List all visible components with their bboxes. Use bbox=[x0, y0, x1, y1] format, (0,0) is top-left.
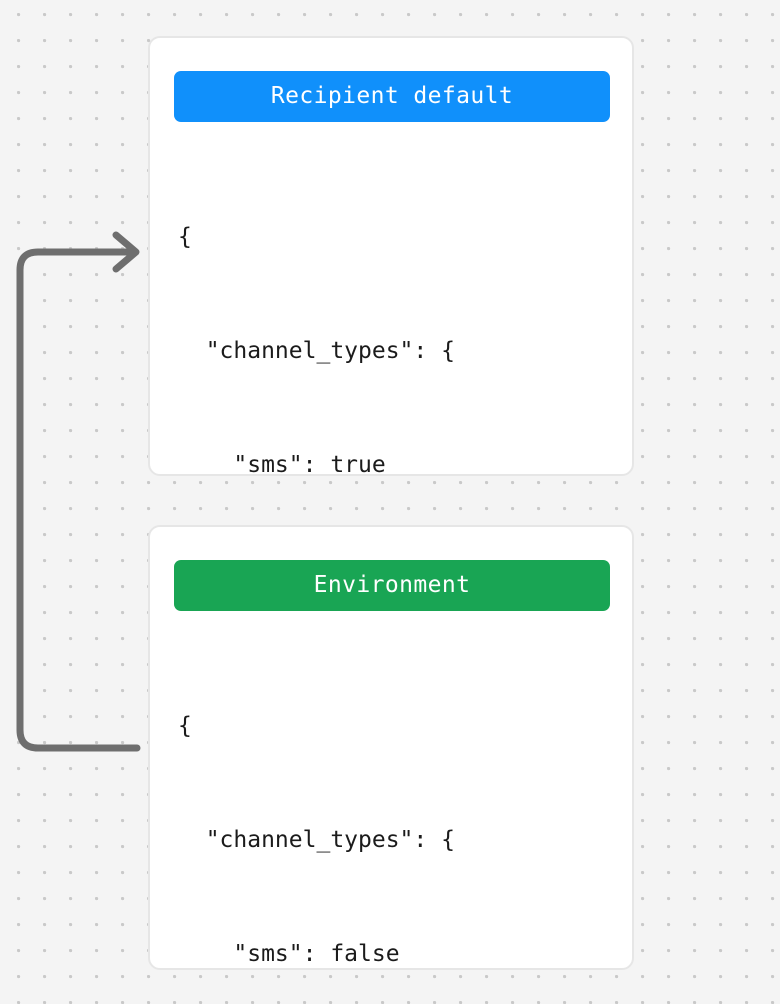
code-line: { bbox=[178, 224, 192, 250]
card-header-label: Recipient default bbox=[270, 83, 514, 109]
card-header-label: Environment bbox=[313, 572, 471, 598]
code-line: { bbox=[178, 713, 192, 739]
arrowhead-icon bbox=[112, 231, 140, 273]
card-recipient-default[interactable]: Recipient default { "channel_types": { "… bbox=[148, 36, 634, 934]
code-line: "channel_types": { bbox=[178, 827, 455, 853]
card-header-recipient-default: Recipient default bbox=[174, 71, 610, 122]
code-line: "sms": false bbox=[178, 941, 400, 967]
code-line: "sms": true bbox=[178, 452, 386, 478]
card-environment[interactable]: Environment { "channel_types": { "sms": … bbox=[148, 525, 634, 970]
card-header-environment: Environment bbox=[174, 560, 610, 611]
inheritance-arrow-path bbox=[16, 248, 141, 752]
code-block-environment: { "channel_types": { "sms": false }, "ca… bbox=[178, 631, 616, 1004]
code-line: "channel_types": { bbox=[178, 338, 455, 364]
